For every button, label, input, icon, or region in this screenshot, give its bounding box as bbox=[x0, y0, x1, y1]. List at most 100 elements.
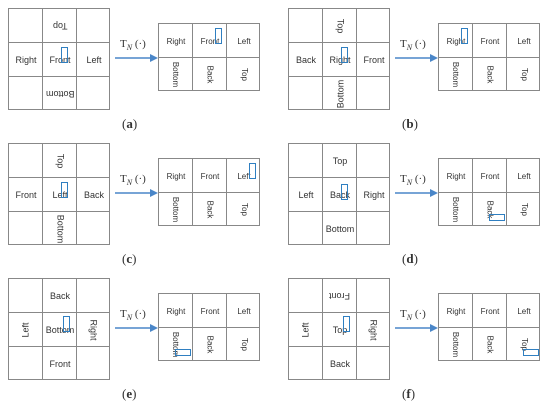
grid-cell: Top bbox=[507, 57, 541, 91]
orientation-marker bbox=[61, 47, 68, 63]
net-label-left: Left bbox=[300, 322, 311, 338]
grid-label: Right bbox=[446, 171, 466, 181]
net-divider bbox=[76, 144, 77, 244]
grid-label: Top bbox=[519, 202, 529, 216]
grid-divider bbox=[439, 57, 539, 58]
net-label-left: Right bbox=[15, 55, 37, 65]
grid-cell: Right bbox=[439, 294, 473, 328]
panel-caption: (b) bbox=[402, 116, 418, 131]
operator-symbol: T bbox=[400, 38, 407, 50]
net-label-bottom: Bottom bbox=[334, 79, 345, 109]
orientation-marker bbox=[341, 184, 348, 200]
grid-cell: Top bbox=[507, 192, 541, 226]
net-divider bbox=[42, 144, 43, 244]
grid-label: Back bbox=[205, 200, 215, 218]
net-cell-center: Right bbox=[323, 43, 357, 77]
grid-label: Left bbox=[237, 306, 251, 316]
grid-orientation-marker bbox=[461, 28, 468, 44]
grid-cell: Left bbox=[227, 159, 261, 193]
net-divider bbox=[356, 279, 357, 379]
net-label-bottom: Back bbox=[329, 359, 350, 369]
grid-label: Top bbox=[239, 337, 249, 351]
grid-divider bbox=[159, 57, 259, 58]
net-divider bbox=[322, 9, 323, 109]
grid-label: Front bbox=[200, 306, 220, 316]
panel-caption: (e) bbox=[122, 386, 137, 401]
net-label-bottom: Bottom bbox=[54, 214, 65, 244]
grid-cell: Bottom bbox=[439, 192, 473, 226]
grid-label: Right bbox=[166, 306, 186, 316]
net-divider bbox=[289, 346, 389, 347]
grid-divider bbox=[472, 294, 473, 360]
orientation-marker bbox=[343, 316, 350, 332]
transform-label: TN (·) bbox=[400, 173, 426, 187]
grid-orientation-marker bbox=[215, 28, 222, 44]
grid-cell: Right bbox=[439, 159, 473, 193]
net-cell-bottom: Back bbox=[323, 347, 357, 381]
operator-subscript: N bbox=[126, 43, 133, 53]
net-cell-left: Left bbox=[289, 178, 323, 212]
net-cell-bottom: Front bbox=[43, 347, 77, 381]
grid-divider bbox=[192, 24, 193, 90]
net-divider bbox=[322, 144, 323, 244]
grid-label: Left bbox=[237, 171, 251, 181]
grid-orientation-marker bbox=[175, 349, 191, 356]
grid-label: Top bbox=[239, 202, 249, 216]
net-label-center: Top bbox=[332, 325, 348, 335]
caption-letter: a bbox=[126, 116, 133, 131]
caption-letter: d bbox=[406, 251, 414, 266]
grid-divider bbox=[226, 159, 227, 225]
operator-argument: (·) bbox=[412, 173, 426, 185]
net-divider bbox=[9, 346, 109, 347]
operator-symbol: T bbox=[400, 308, 407, 320]
net-divider bbox=[42, 279, 43, 379]
net-cell-left: Left bbox=[9, 313, 43, 347]
grid-label: Front bbox=[480, 306, 500, 316]
net-label-top: Top bbox=[334, 18, 345, 34]
net-label-center: Front bbox=[49, 55, 71, 65]
net-cell-left: Back bbox=[289, 43, 323, 77]
caption-letter: f bbox=[406, 386, 411, 401]
grid-label: Top bbox=[519, 67, 529, 81]
transform-arrow-icon bbox=[115, 324, 158, 332]
operator-argument: (·) bbox=[412, 38, 426, 50]
caption-letter: c bbox=[126, 251, 133, 266]
grid-label: Bottom bbox=[171, 196, 181, 222]
net-label-bottom: Front bbox=[49, 359, 71, 369]
grid-label: Front bbox=[480, 36, 500, 46]
net-label-right: Right bbox=[88, 319, 99, 341]
operator-subscript: N bbox=[406, 43, 413, 53]
grid-label: Left bbox=[517, 306, 531, 316]
net-label-right: Back bbox=[83, 190, 104, 200]
grid-cell: Left bbox=[227, 294, 261, 328]
net-cell-top: Front bbox=[323, 279, 357, 313]
grid-cell: Left bbox=[227, 24, 261, 58]
net-divider bbox=[322, 279, 323, 379]
grid-label: Top bbox=[239, 67, 249, 81]
net-label-top: Front bbox=[329, 291, 351, 301]
net-label-top: Top bbox=[332, 156, 348, 166]
net-label-top: Top bbox=[54, 153, 65, 169]
grid-label: Right bbox=[166, 36, 186, 46]
net-cell-top: Back bbox=[43, 279, 77, 313]
net-divider bbox=[76, 279, 77, 379]
net-label-center: Bottom bbox=[45, 325, 75, 335]
net-cell-left: Left bbox=[289, 313, 323, 347]
grid-cell: Front bbox=[193, 294, 227, 328]
net-cell-left: Front bbox=[9, 178, 43, 212]
operator-symbol: T bbox=[120, 38, 127, 50]
grid-cell: Back bbox=[473, 57, 507, 91]
net-label-right: Right bbox=[363, 190, 385, 200]
net-cell-right: Right bbox=[357, 178, 391, 212]
net-label-right: Right bbox=[368, 319, 379, 341]
grid-cell: Left bbox=[507, 159, 541, 193]
